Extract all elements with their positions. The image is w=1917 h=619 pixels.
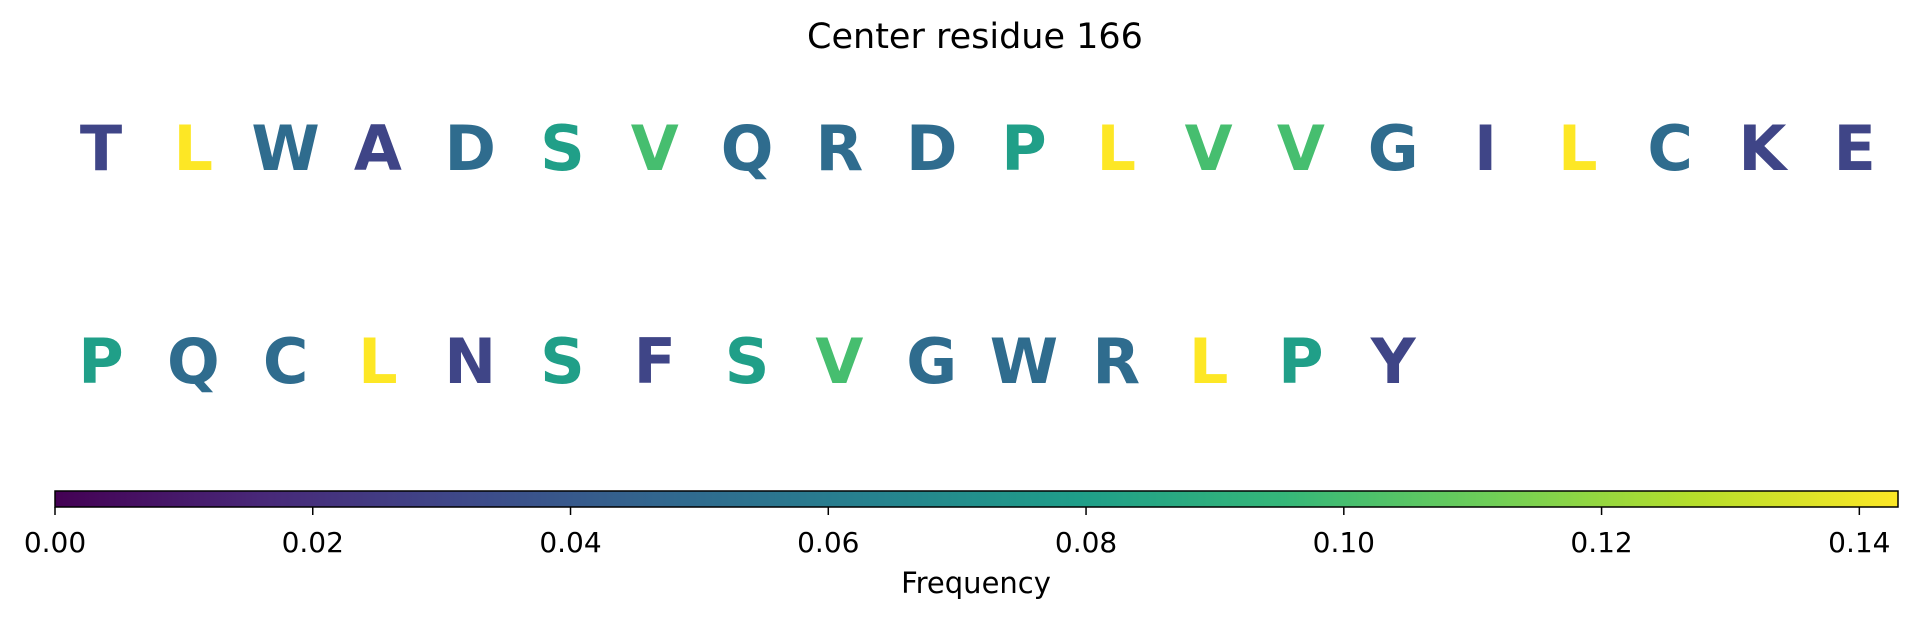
colorbar-tick-label: 0.12: [1570, 526, 1632, 559]
residue-letter: Q: [721, 112, 774, 185]
residue-letter: A: [354, 112, 402, 185]
residue-letter: L: [1558, 112, 1598, 185]
residue-letter: S: [540, 325, 585, 398]
residue-letter: V: [1277, 112, 1325, 185]
colorbar-ticks: 0.00 0.02 0.04 0.06 0.08 0.10 0.12 0.14: [24, 507, 1891, 559]
residue-letter: T: [80, 112, 122, 185]
residue-letter: L: [1189, 325, 1229, 398]
colorbar: 0.00 0.02 0.04 0.06 0.08 0.10 0.12 0.14 Frequen…: [24, 490, 1899, 600]
chart-title: Center residue 166: [807, 17, 1143, 57]
residue-letter: S: [540, 112, 585, 185]
residue-letter: K: [1738, 112, 1788, 185]
residue-letter: G: [906, 325, 957, 398]
residue-letter: V: [815, 325, 863, 398]
residue-letter: I: [1474, 112, 1497, 185]
colorbar-tick-label: 0.14: [1828, 526, 1890, 559]
residue-letter: R: [1092, 325, 1140, 398]
residue-letter: P: [1001, 112, 1046, 185]
colorbar-label: Frequency: [901, 566, 1051, 600]
residue-letter: D: [444, 112, 495, 185]
colorbar-tick-label: 0.00: [24, 526, 86, 559]
colorbar-tick-label: 0.04: [539, 526, 601, 559]
residue-letter: L: [358, 325, 398, 398]
colorbar-tick-label: 0.02: [282, 526, 344, 559]
residue-letter: L: [174, 112, 214, 185]
colorbar-tick-label: 0.10: [1313, 526, 1375, 559]
residue-letter: C: [263, 325, 309, 398]
residue-letter: G: [1368, 112, 1419, 185]
colorbar-gradient: [55, 491, 1898, 507]
residue-letter: P: [1278, 325, 1323, 398]
residue-letter: V: [1185, 112, 1233, 185]
residue-letter: P: [78, 325, 123, 398]
residue-letter: F: [634, 325, 676, 398]
residue-letter: N: [444, 325, 496, 398]
residue-letter: L: [1097, 112, 1137, 185]
residue-letter: E: [1834, 112, 1876, 185]
colorbar-frame: [54, 490, 1899, 508]
colorbar-tick-label: 0.08: [1055, 526, 1117, 559]
residue-letter: R: [816, 112, 864, 185]
residue-letter: V: [631, 112, 679, 185]
colorbar-tick-label: 0.06: [797, 526, 859, 559]
residue-letter: D: [906, 112, 957, 185]
residue-letter: Y: [1370, 325, 1417, 398]
residue-letter: W: [251, 112, 319, 185]
residue-letter: Q: [167, 325, 220, 398]
residue-letter: W: [990, 325, 1058, 398]
residue-letter: S: [725, 325, 770, 398]
residue-letter: C: [1647, 112, 1693, 185]
